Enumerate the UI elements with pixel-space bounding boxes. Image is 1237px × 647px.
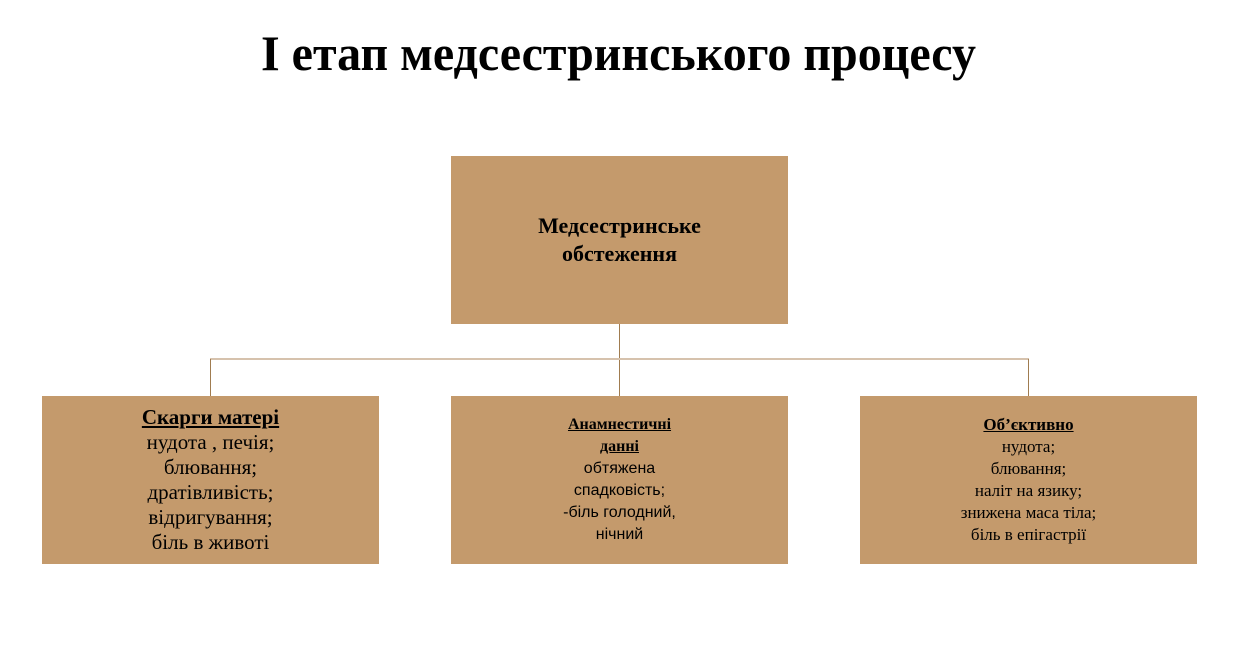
connector-horizontal	[210, 358, 1029, 360]
node-line: обтяжена	[583, 460, 656, 477]
node-heading: Скарги матері	[141, 405, 280, 429]
root-node-line: Медсестринське	[538, 213, 701, 238]
connector-root-down	[619, 324, 620, 396]
node-line: наліт на язику;	[974, 481, 1083, 500]
node-line: дратівливість;	[147, 480, 274, 504]
node-line: нудота , печія;	[146, 430, 275, 454]
root-node-line: обстеження	[561, 241, 678, 266]
node-heading: данні	[600, 438, 639, 455]
node-line: нудота;	[1001, 437, 1056, 456]
node-line: біль в животі	[151, 530, 270, 554]
node-anamnesis: Анамнестичні данні обтяжена спадковість;…	[451, 396, 788, 564]
node-line: нічний	[595, 526, 644, 543]
node-line: спадковість;	[573, 482, 666, 499]
node-mother-complaints: Скарги матері нудота , печія; блювання; …	[42, 396, 379, 564]
node-line: блювання;	[163, 455, 258, 479]
root-node-nursing-examination: Медсестринське обстеження	[451, 156, 788, 324]
node-heading: Анамнестичні	[567, 416, 672, 433]
node-line: -біль голодний,	[563, 504, 676, 521]
node-line: блювання;	[990, 459, 1067, 478]
node-line: знижена маса тіла;	[960, 503, 1097, 522]
connector-left-down	[210, 359, 211, 396]
slide-title: І етап медсестринського процесу	[261, 25, 976, 81]
node-line: відригування;	[148, 505, 273, 529]
node-objective: Об’єктивно нудота; блювання; наліт на яз…	[860, 396, 1197, 564]
node-heading: Об’єктивно	[983, 415, 1074, 434]
node-line: біль в епігастрії	[970, 525, 1087, 544]
connector-right-down	[1028, 359, 1029, 396]
